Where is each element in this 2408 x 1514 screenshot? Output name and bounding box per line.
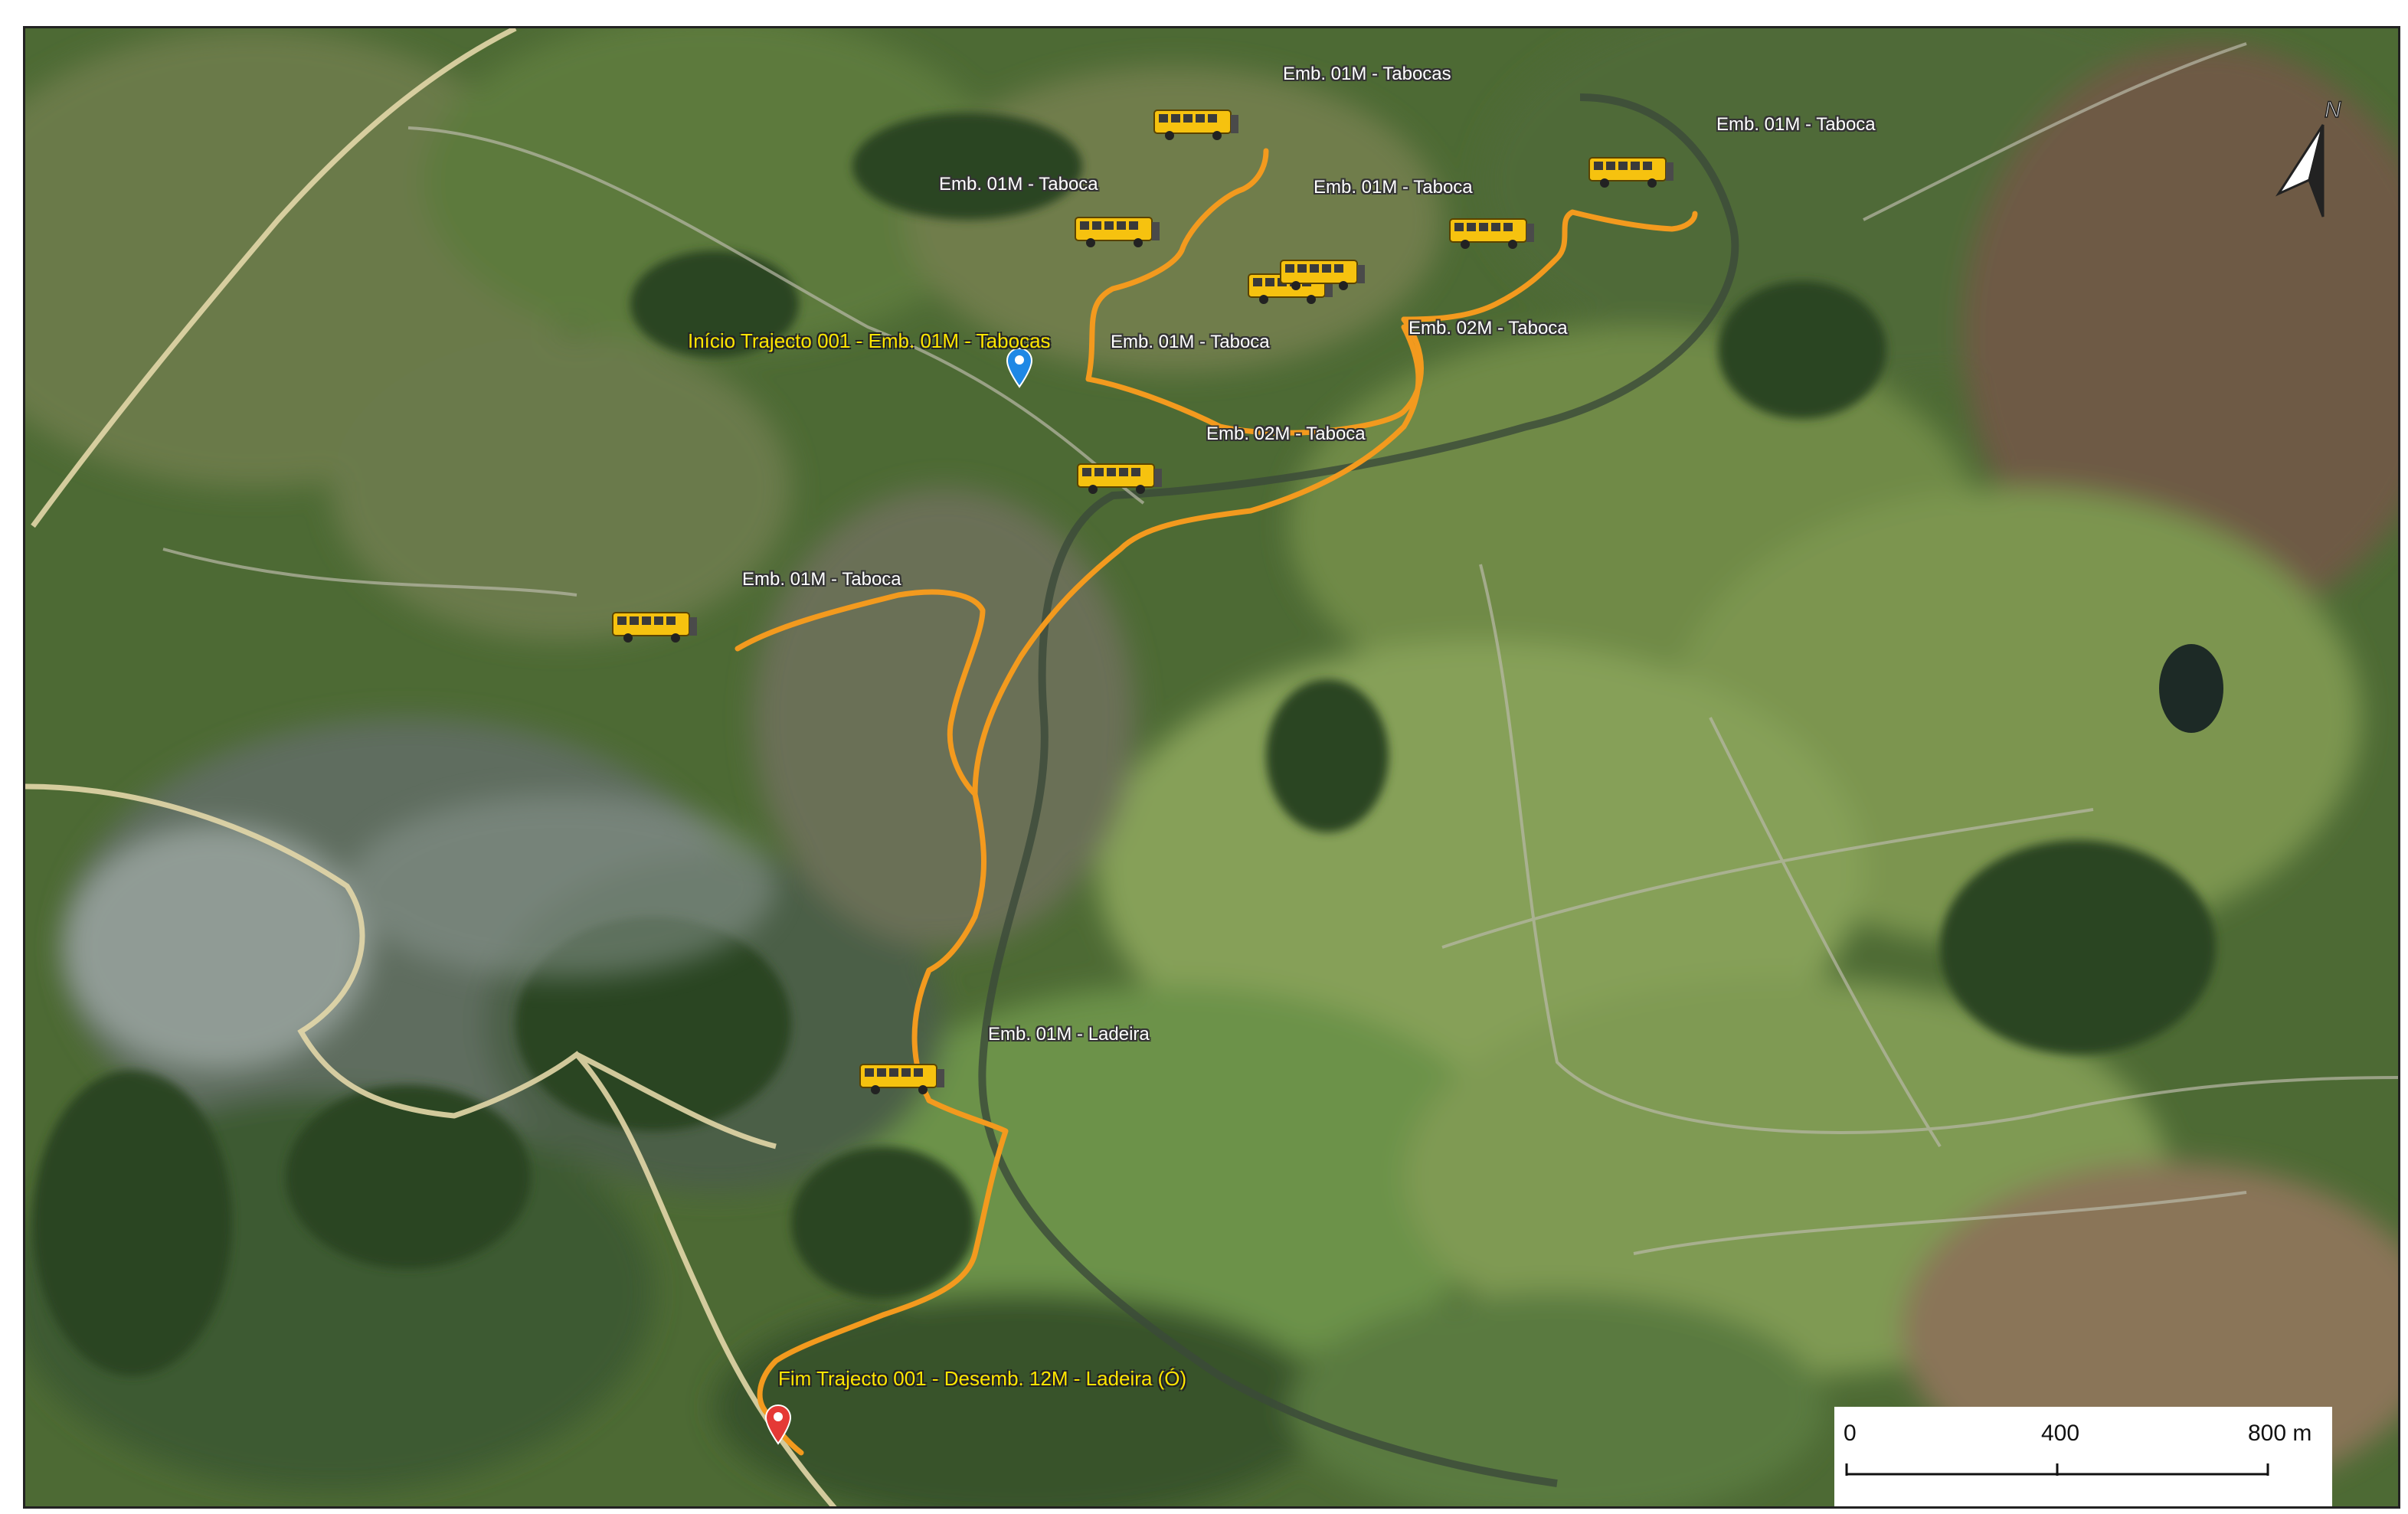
map-pin-icon-end[interactable] [764,1404,792,1449]
bus-icon[interactable] [1153,107,1242,146]
roads [25,28,837,1506]
bus-icon[interactable] [611,610,700,649]
north-arrow: N [2275,96,2342,217]
north-label: N [2325,97,2341,123]
cloud-haze [64,794,776,1070]
river [978,93,1739,1487]
forest-areas [33,113,2216,1376]
terrain-patches [25,28,2398,1506]
map-frame[interactable]: Início Trajecto 001 - Emb. 01M - Tabocas… [23,26,2400,1509]
map-label-stop-6: Emb. 01M - Taboca [1111,332,1270,352]
map-label-stop-7: Emb. 02M - Taboca [1206,423,1366,444]
dirt-tracks [162,42,2398,1255]
map-label-start: Início Trajecto 001 - Emb. 01M - Tabocas [688,329,1051,352]
bus-icon[interactable] [1588,155,1677,194]
bus-icon[interactable] [1076,461,1165,500]
map-label-stop-3: Emb. 01M - Taboca [1314,177,1473,198]
map-label-stop-1: Emb. 01M - Taboca [939,174,1098,195]
map-label-end: Fim Trajecto 001 - Desemb. 12M - Ladeira… [778,1367,1187,1390]
map-label-stop-4: Emb. 01M - Taboca [1716,114,1876,135]
scale-bar-line [1845,1463,2269,1476]
scale-label-0: 0 [1844,1421,1857,1446]
map-label-stop-9: Emb. 01M - Ladeira [988,1024,1150,1045]
scale-bar: 0 400 800 m [1834,1407,2332,1506]
map-label-stop-5: Emb. 02M - Taboca [1408,318,1568,338]
bus-icon[interactable] [1074,214,1163,253]
satellite-map[interactable] [25,28,2400,1509]
map-label-stop-8: Emb. 01M - Taboca [742,569,901,590]
pond [2159,644,2223,733]
map-pin-icon-start[interactable] [1006,347,1033,392]
bus-icon[interactable] [859,1061,947,1100]
bus-icon[interactable] [1448,216,1537,255]
bus-icon[interactable] [1279,257,1368,296]
north-arrow-right-icon [2308,124,2325,217]
scale-label-400: 400 [2041,1421,2080,1446]
map-label-stop-2: Emb. 01M - Tabocas [1283,64,1451,84]
route-line [735,148,1698,1456]
scale-label-800: 800 m [2248,1421,2312,1446]
